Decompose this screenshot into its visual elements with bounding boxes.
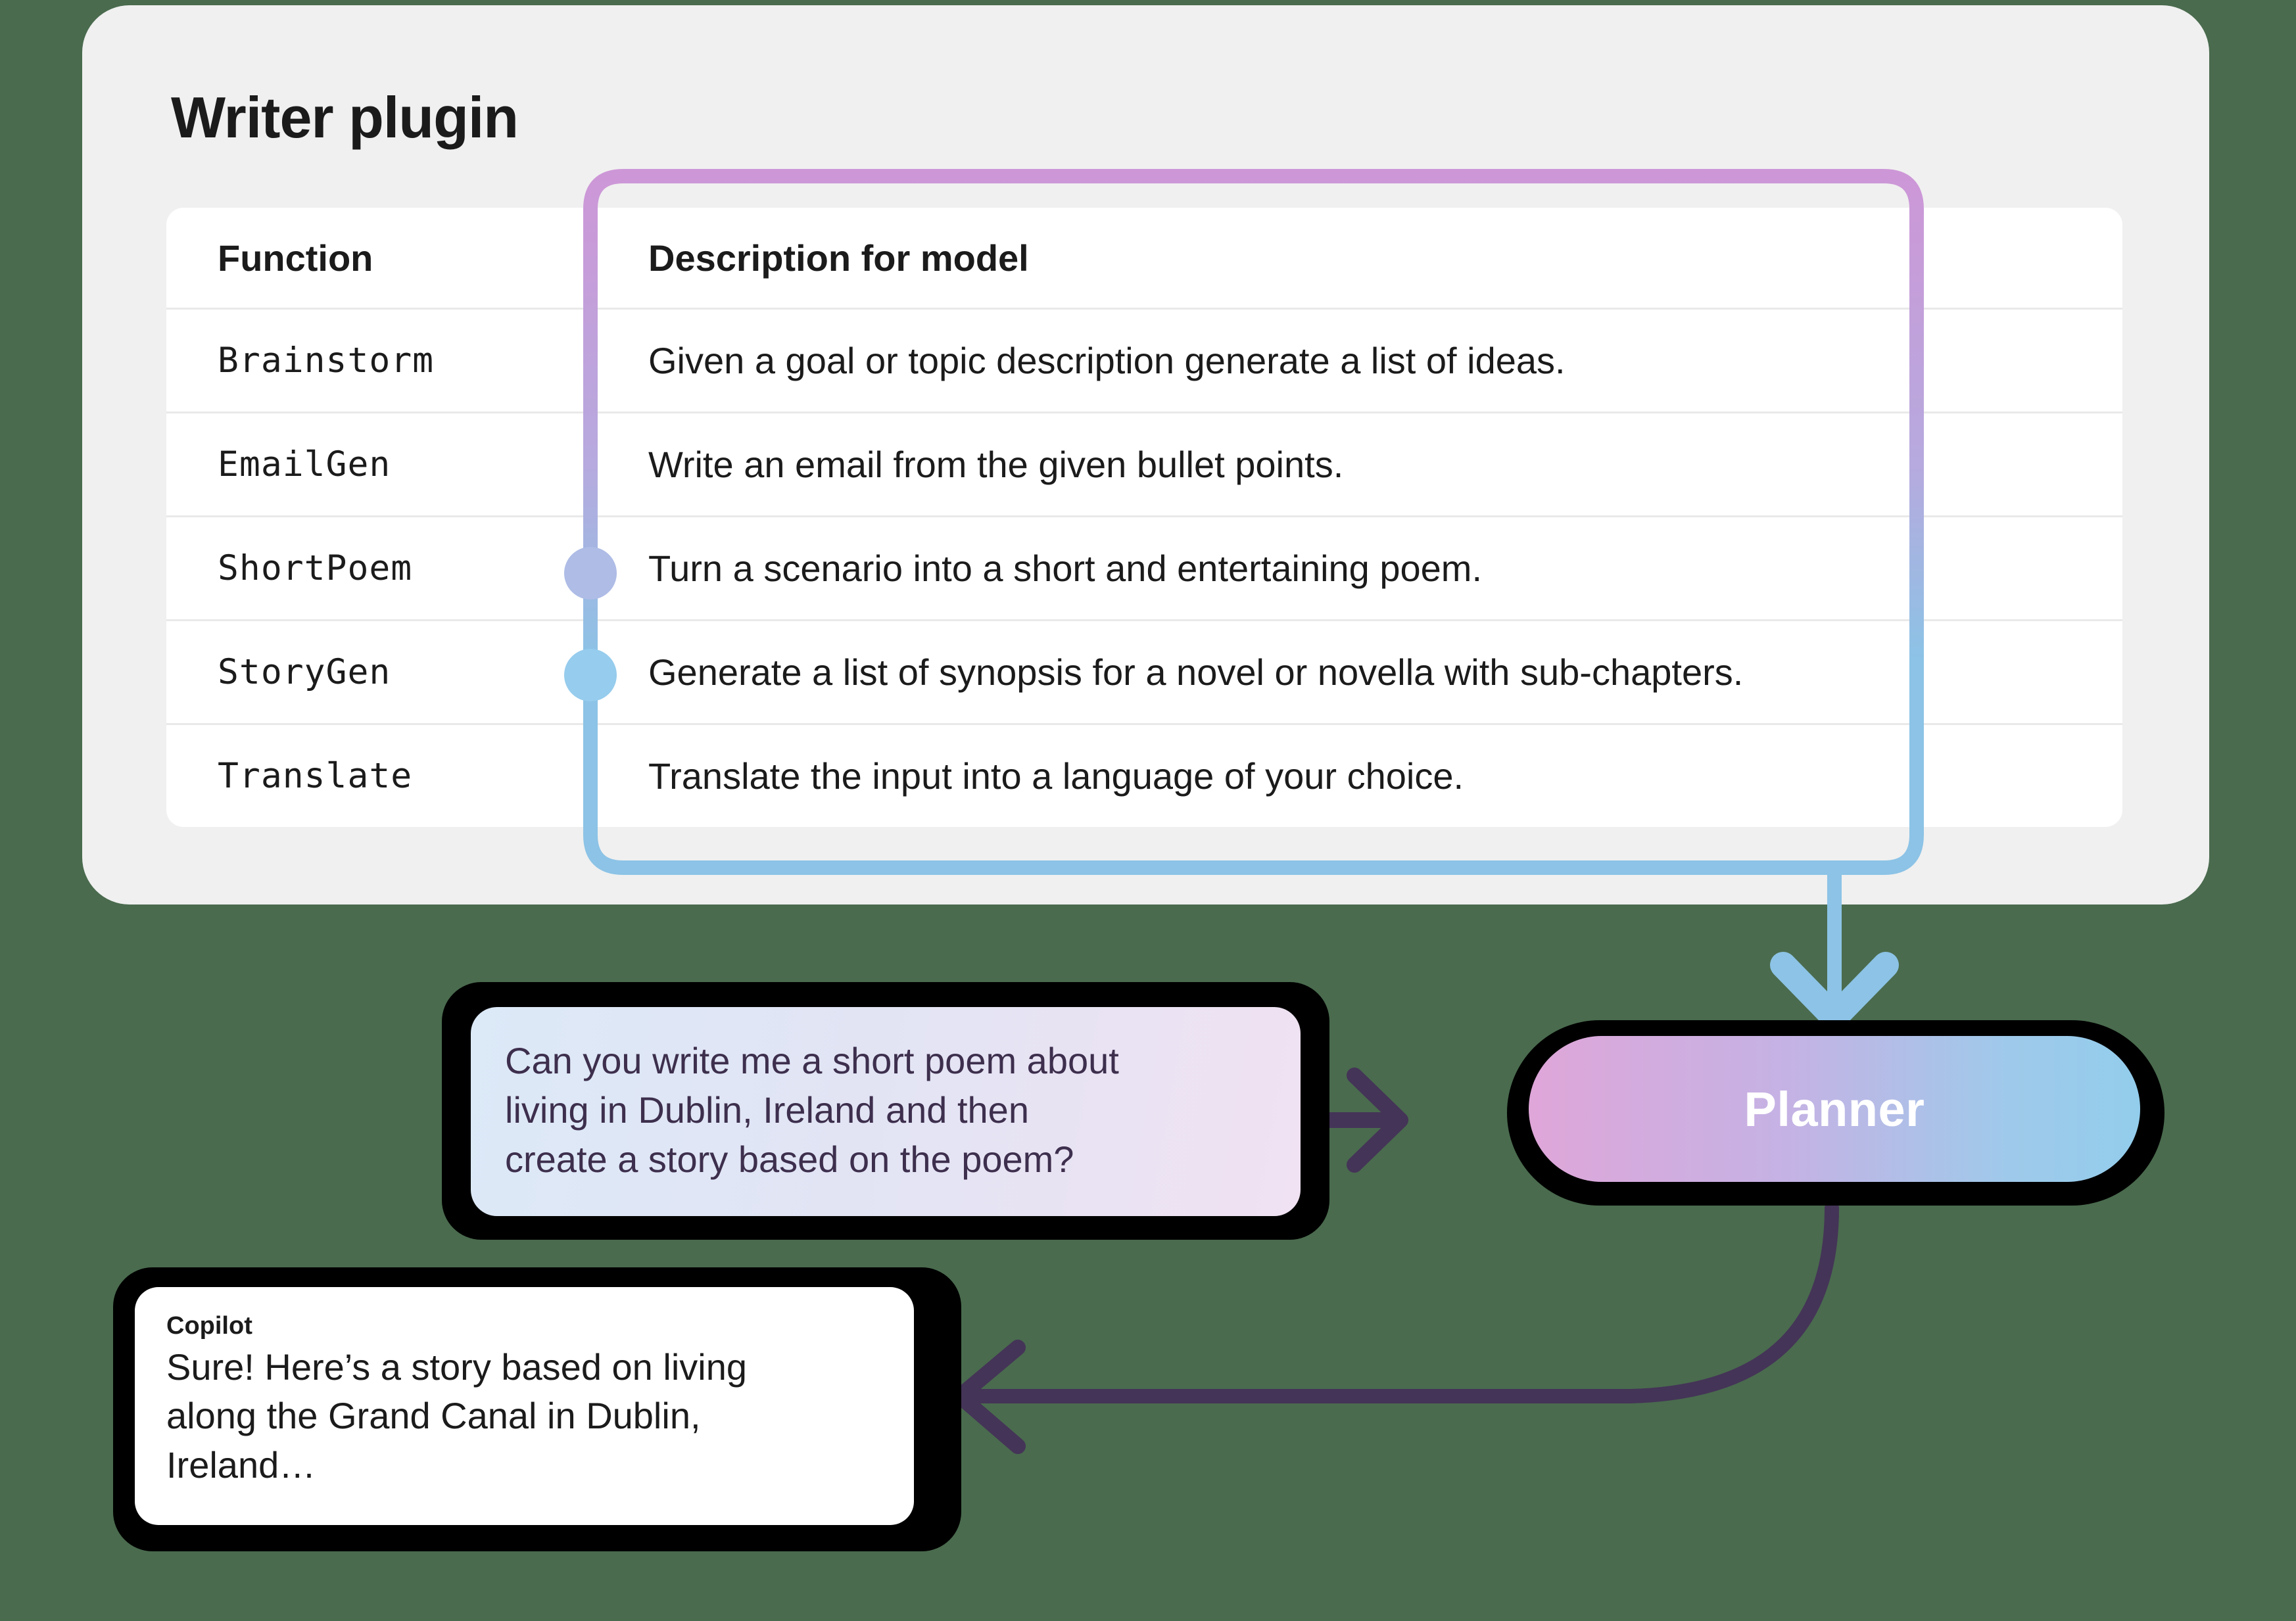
table-header-row: Function Description for model — [166, 208, 2122, 310]
table-row: StoryGen Generate a list of synopsis for… — [166, 621, 2122, 725]
function-name: ShortPoem — [218, 548, 413, 588]
function-name: Brainstorm — [218, 341, 435, 381]
function-description: Generate a list of synopsis for a novel … — [648, 651, 1744, 693]
copilot-line-3: Ireland… — [166, 1444, 316, 1486]
copilot-line-1: Sure! Here’s a story based on living — [166, 1346, 747, 1388]
copilot-line-2: along the Grand Canal in Dublin, — [166, 1395, 701, 1437]
table-row: Translate Translate the input into a lan… — [166, 725, 2122, 827]
function-description: Given a goal or topic description genera… — [648, 340, 1566, 381]
function-description: Write an email from the given bullet poi… — [648, 444, 1344, 485]
column-header-function: Function — [218, 237, 373, 279]
planner-label: Planner — [1744, 1081, 1925, 1137]
function-name: EmailGen — [218, 444, 391, 484]
planner-feed-arrowhead — [1770, 952, 1899, 1031]
prompt-line-3: create a story based on the poem? — [505, 1139, 1074, 1181]
planner-node[interactable]: Planner — [1529, 1036, 2140, 1182]
page-title: Writer plugin — [171, 85, 519, 150]
function-description: Translate the input into a language of y… — [648, 755, 1464, 797]
prompt-to-planner-arrowhead — [1347, 1068, 1408, 1173]
user-prompt-bubble[interactable]: Can you write me a short poem about livi… — [471, 1007, 1301, 1216]
copilot-response-bubble[interactable]: Copilot Sure! Here’s a story based on li… — [135, 1287, 914, 1525]
table-row: Brainstorm Given a goal or topic descrip… — [166, 310, 2122, 413]
column-header-description: Description for model — [648, 237, 1029, 279]
prompt-line-1: Can you write me a short poem about — [505, 1040, 1119, 1081]
function-name: Translate — [218, 756, 413, 796]
writer-plugin-card: Writer plugin Function Description for m… — [82, 5, 2209, 904]
table-row: ShortPoem Turn a scenario into a short a… — [166, 517, 2122, 621]
planner-to-copilot-arrowhead — [952, 1340, 1026, 1454]
function-name: StoryGen — [218, 652, 391, 692]
prompt-line-2: living in Dublin, Ireland and then — [505, 1089, 1029, 1131]
table-row: EmailGen Write an email from the given b… — [166, 413, 2122, 517]
function-table: Function Description for model Brainstor… — [166, 208, 2122, 827]
function-description: Turn a scenario into a short and enterta… — [648, 548, 1483, 589]
copilot-label: Copilot — [166, 1312, 252, 1340]
